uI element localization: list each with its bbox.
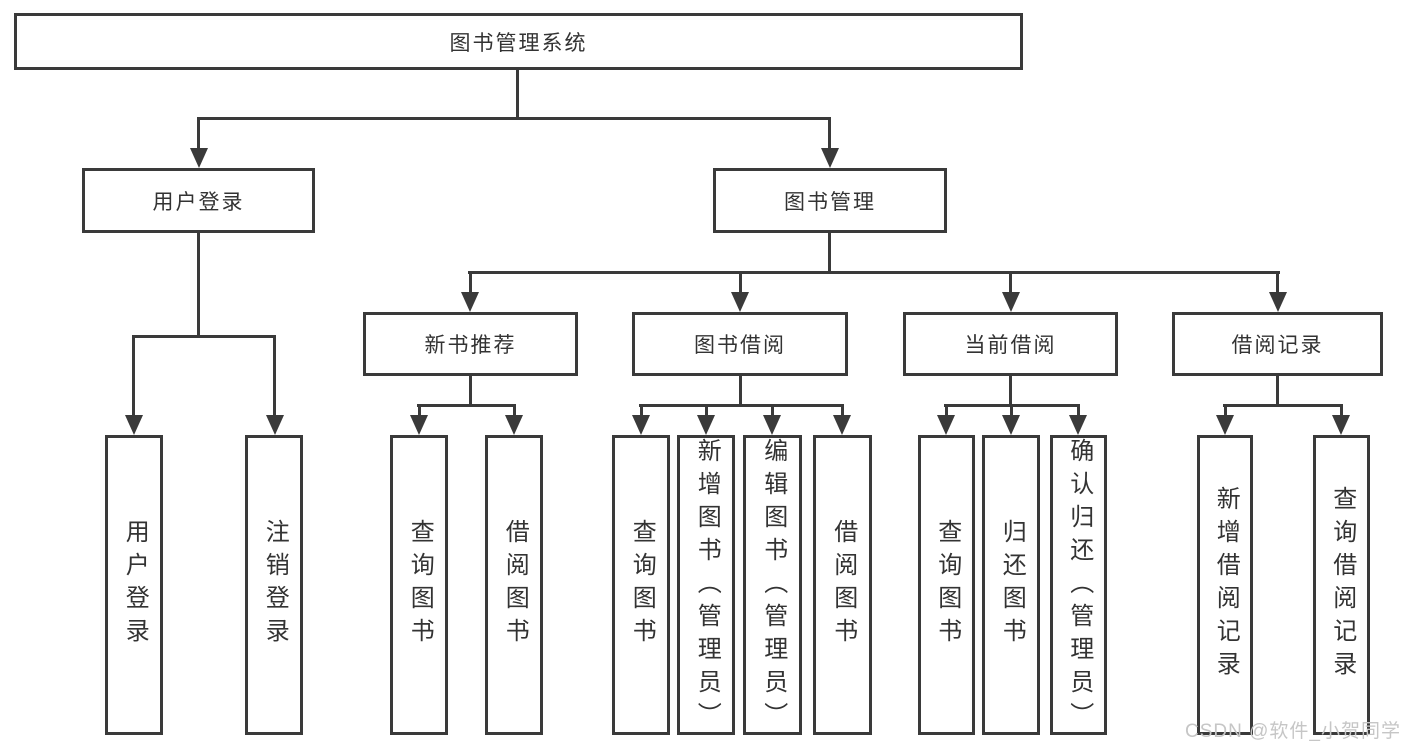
leaf-add-books-admin: 新增图书（管理员）	[677, 435, 735, 735]
connector-new-books-stem	[469, 376, 472, 407]
connector-g2-leaf1	[418, 404, 421, 418]
connector-borrowing-records-stem	[1276, 376, 1279, 407]
connector-g2-leaf2	[513, 404, 516, 418]
arrowhead-g4-leaf2-icon	[1002, 415, 1020, 435]
arrowhead-leaf-logout-icon	[266, 415, 284, 435]
connector-g5-leaf1	[1224, 404, 1227, 418]
connector-current-borrowing-stem	[1009, 376, 1012, 407]
node-new-book-recommendation: 新书推荐	[363, 312, 578, 376]
connector-group2-rail	[417, 404, 516, 407]
connector-g3-leaf4	[841, 404, 844, 418]
connector-root-stem	[516, 70, 519, 119]
connector-to-current-borrowing	[1009, 271, 1012, 294]
connector-to-user-login	[197, 117, 200, 152]
node-current-borrowing: 当前借阅	[903, 312, 1118, 376]
connector-g4-leaf2	[1010, 404, 1013, 418]
arrowhead-book-borrowing-icon	[731, 292, 749, 312]
node-book-borrowing: 图书借阅	[632, 312, 848, 376]
node-borrowing-records: 借阅记录	[1172, 312, 1383, 376]
leaf-borrow-books: 借阅图书	[813, 435, 872, 735]
connector-g3-leaf2	[705, 404, 708, 418]
node-book-management: 图书管理	[713, 168, 947, 233]
arrowhead-g3-leaf2-icon	[697, 415, 715, 435]
connector-level3-rail	[468, 271, 1280, 274]
leaf-edit-books-admin: 编辑图书（管理员）	[743, 435, 802, 735]
arrowhead-g4-leaf1-icon	[937, 415, 955, 435]
leaf-confirm-return-admin: 确认归还（管理员）	[1050, 435, 1107, 735]
arrowhead-g3-leaf4-icon	[833, 415, 851, 435]
node-library-management-system: 图书管理系统	[14, 13, 1023, 70]
connector-user-login-rail	[132, 335, 276, 338]
connector-g4-leaf1	[945, 404, 948, 418]
connector-book-borrowing-stem	[739, 376, 742, 407]
connector-user-login-stem	[197, 233, 200, 338]
connector-to-book-management	[828, 117, 831, 152]
arrowhead-g3-leaf3-icon	[763, 415, 781, 435]
arrowhead-new-books-icon	[461, 292, 479, 312]
connector-to-leaf-logout	[273, 335, 276, 417]
arrowhead-g5-leaf2-icon	[1332, 415, 1350, 435]
leaf-user-login: 用户登录	[105, 435, 163, 735]
arrowhead-borrowing-records-icon	[1269, 292, 1287, 312]
leaf-search-books-borrowing: 查询图书	[612, 435, 670, 735]
connector-level1-rail	[197, 117, 831, 120]
arrowhead-current-borrowing-icon	[1002, 292, 1020, 312]
connector-to-leaf-login	[132, 335, 135, 417]
node-user-login: 用户登录	[82, 168, 315, 233]
arrowhead-g4-leaf3-icon	[1069, 415, 1087, 435]
leaf-return-books: 归还图书	[982, 435, 1040, 735]
connector-g4-leaf3	[1077, 404, 1080, 418]
connector-g3-leaf1	[640, 404, 643, 418]
connector-g5-leaf2	[1340, 404, 1343, 418]
arrowhead-g5-leaf1-icon	[1216, 415, 1234, 435]
connector-book-management-stem	[828, 233, 831, 274]
connector-to-borrowing-records	[1276, 271, 1279, 294]
arrowhead-leaf-login-icon	[125, 415, 143, 435]
leaf-search-books-recommend: 查询图书	[390, 435, 448, 735]
leaf-add-borrow-record: 新增借阅记录	[1197, 435, 1253, 735]
leaf-search-books-current: 查询图书	[918, 435, 975, 735]
connector-g3-leaf3	[771, 404, 774, 418]
arrowhead-user-login-icon	[190, 148, 208, 168]
connector-to-new-books	[469, 271, 472, 294]
leaf-logout: 注销登录	[245, 435, 303, 735]
arrowhead-g2-leaf1-icon	[410, 415, 428, 435]
arrowhead-g3-leaf1-icon	[632, 415, 650, 435]
connector-group5-rail	[1223, 404, 1343, 407]
leaf-search-borrow-record: 查询借阅记录	[1313, 435, 1370, 735]
arrowhead-book-management-icon	[821, 148, 839, 168]
csdn-watermark: CSDN @软件_小贺同学	[1185, 721, 1401, 742]
connector-group3-rail	[639, 404, 844, 407]
connector-to-book-borrowing	[739, 271, 742, 294]
arrowhead-g2-leaf2-icon	[505, 415, 523, 435]
leaf-borrow-books-recommend: 借阅图书	[485, 435, 543, 735]
